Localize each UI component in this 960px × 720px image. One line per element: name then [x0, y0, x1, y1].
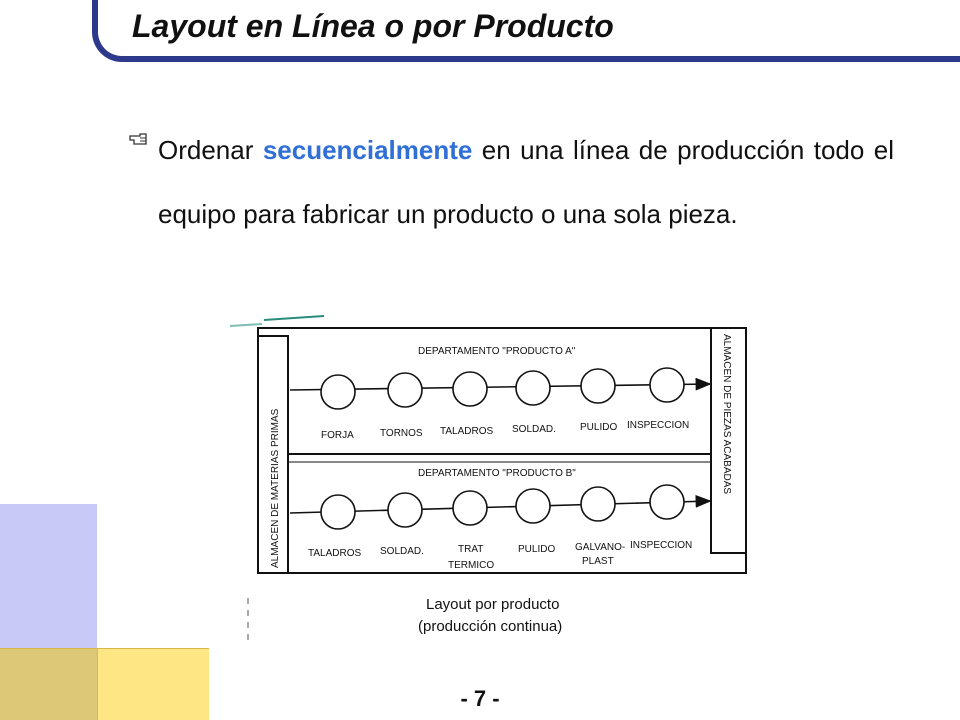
diagram-frame: [257, 327, 747, 574]
station-galvanoplast: [580, 486, 616, 522]
station-label: PULIDO: [518, 544, 555, 555]
station-pulido: [515, 488, 551, 524]
station-label: TALADROS: [440, 426, 493, 437]
pointing-hand-icon: [129, 133, 147, 145]
row-b-title: DEPARTAMENTO "PRODUCTO B": [418, 468, 576, 479]
station-label: PULIDO: [580, 422, 617, 433]
station-soldad: [515, 370, 551, 406]
station-label: TORNOS: [380, 428, 423, 439]
row-a-title: DEPARTAMENTO "PRODUCTO A": [418, 346, 576, 357]
raw-materials-label: ALMACEN DE MATERIAS PRIMAS: [270, 408, 281, 568]
station-inspeccion: [649, 484, 685, 520]
bullet-text: Ordenar secuencialmente en una línea de …: [158, 118, 894, 246]
title-frame: [92, 0, 960, 62]
station-label: INSPECCION: [627, 420, 689, 431]
bullet-highlight: secuencialmente: [262, 135, 473, 165]
station-inspeccion: [649, 367, 685, 403]
decor-block-gold: [0, 648, 97, 720]
bullet-text-start: Ordenar: [158, 135, 263, 165]
station-label: TRAT: [458, 544, 483, 555]
product-layout-diagram: ALMACEN DE MATERIAS PRIMAS ALMACEN DE PI…: [229, 315, 747, 646]
station-label: PLAST: [582, 556, 614, 567]
diagram-caption-1: Layout por producto: [426, 596, 559, 613]
scan-mark: [229, 323, 263, 327]
station-label: FORJA: [321, 430, 354, 441]
finished-parts-label: ALMACEN DE PIEZAS ACABADAS: [721, 334, 732, 494]
station-label: TERMICO: [448, 560, 494, 571]
slide-title: Layout en Línea o por Producto: [132, 8, 614, 44]
station-label: SOLDAD.: [512, 424, 556, 435]
row-a-flow-line: [289, 377, 712, 391]
station-label: GALVANO-: [575, 542, 625, 553]
decor-line: [97, 648, 98, 720]
station-soldad: [387, 492, 423, 528]
scan-mark: [263, 315, 325, 321]
station-tornos: [387, 372, 423, 408]
station-pulido: [580, 368, 616, 404]
bullet-text-end: en una línea de producción todo el equip…: [158, 135, 894, 229]
station-label: INSPECCION: [630, 540, 692, 551]
row-b-flow-line: [289, 495, 712, 514]
station-taladros: [452, 371, 488, 407]
station-trat-termico: [452, 490, 488, 526]
decor-line: [0, 648, 209, 649]
decor-block-yellow: [97, 648, 209, 720]
station-label: SOLDAD.: [380, 546, 424, 557]
decor-block-blue: [0, 504, 97, 650]
station-label: TALADROS: [308, 548, 361, 559]
diagram-caption-2: (producción continua): [418, 618, 562, 635]
finished-parts-store: [710, 327, 747, 554]
page-number: - 7 -: [460, 686, 500, 711]
station-taladros: [320, 494, 356, 530]
station-forja: [320, 374, 356, 410]
